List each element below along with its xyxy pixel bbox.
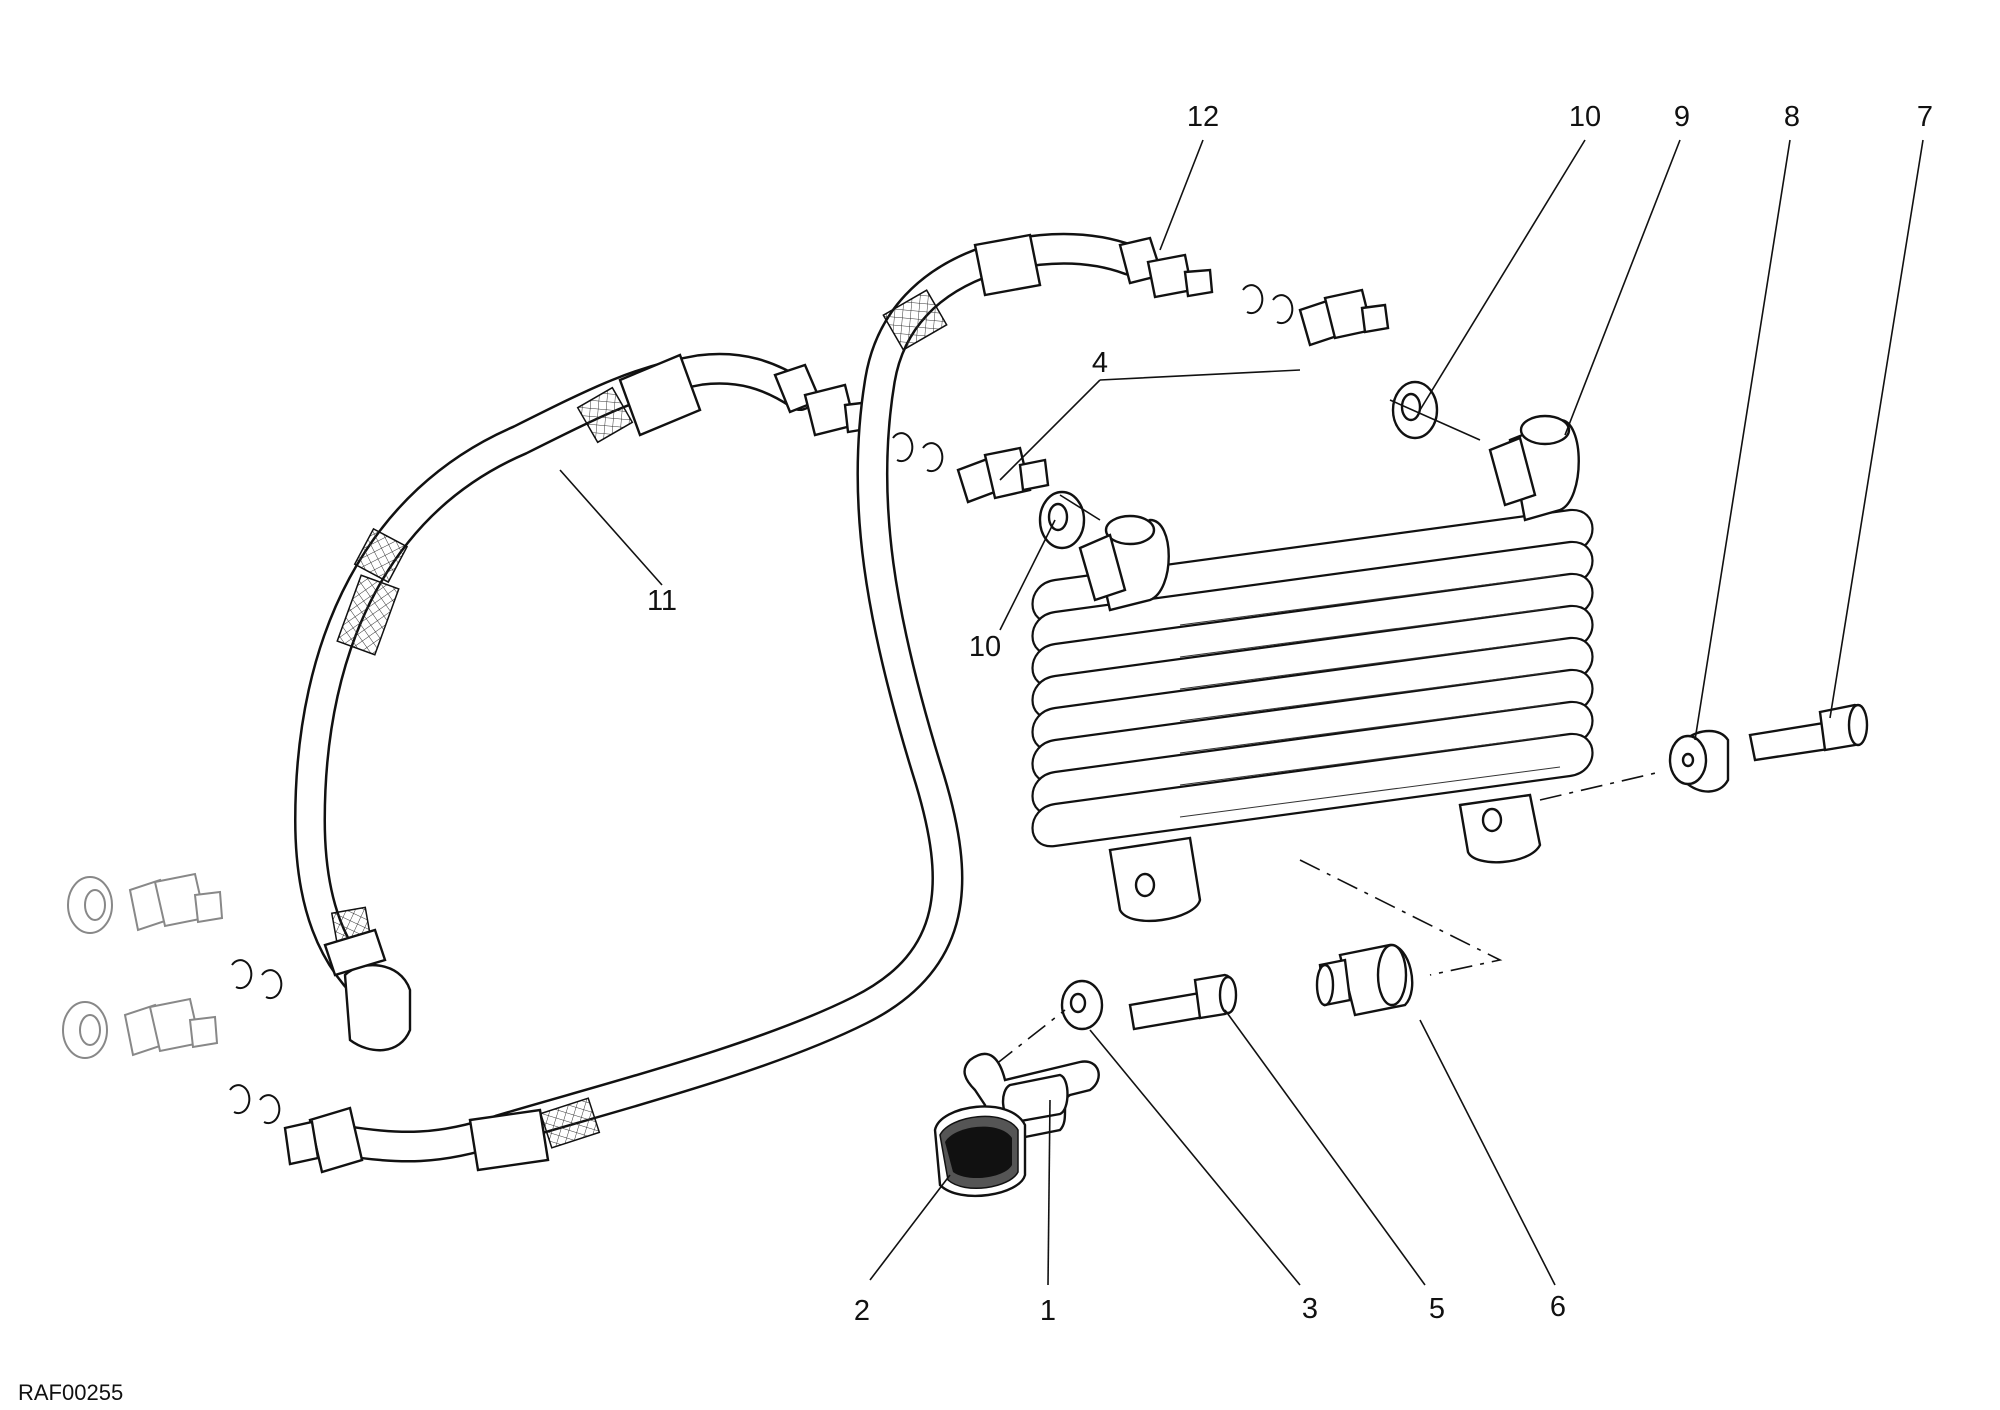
callout-4: 4 <box>1092 347 1108 379</box>
callout-10-top: 10 <box>1569 101 1601 133</box>
callout-9: 9 <box>1674 101 1690 133</box>
leader-lines <box>559 139 1924 1286</box>
washers-10 <box>1038 380 1481 550</box>
callout-11: 11 <box>647 585 677 617</box>
drawing-code: RAF00255 <box>18 1380 123 1405</box>
axis-line-upper <box>1539 771 1661 801</box>
screw-7 <box>1748 703 1869 762</box>
axis-line-small <box>994 1009 1066 1066</box>
engine-fittings-ghost <box>62 872 224 1059</box>
callout-5: 5 <box>1429 1293 1445 1325</box>
callout-10-bottom: 10 <box>969 631 1001 663</box>
callouts: 12 10 9 8 7 4 10 11 2 1 3 5 6 <box>647 101 1933 1327</box>
callout-8: 8 <box>1784 101 1800 133</box>
axis-line-lower <box>1299 859 1503 976</box>
screw-5 <box>1128 973 1238 1031</box>
o-rings <box>229 284 1294 1125</box>
grommet-8 <box>1668 729 1730 793</box>
fittings-4 <box>956 288 1390 504</box>
callout-1: 1 <box>1040 1295 1056 1327</box>
rubber-pad-2 <box>933 1105 1027 1198</box>
callout-2: 2 <box>854 1295 870 1327</box>
callout-12: 12 <box>1187 101 1219 133</box>
callout-7: 7 <box>1917 101 1933 133</box>
oil-cooler-9 <box>1031 414 1594 923</box>
callout-3: 3 <box>1302 1293 1318 1325</box>
hose-11 <box>294 352 874 1052</box>
hose-12 <box>283 232 1214 1174</box>
spacer-6 <box>1315 943 1414 1017</box>
washer-3 <box>1060 979 1104 1031</box>
callout-6: 6 <box>1550 1291 1566 1323</box>
